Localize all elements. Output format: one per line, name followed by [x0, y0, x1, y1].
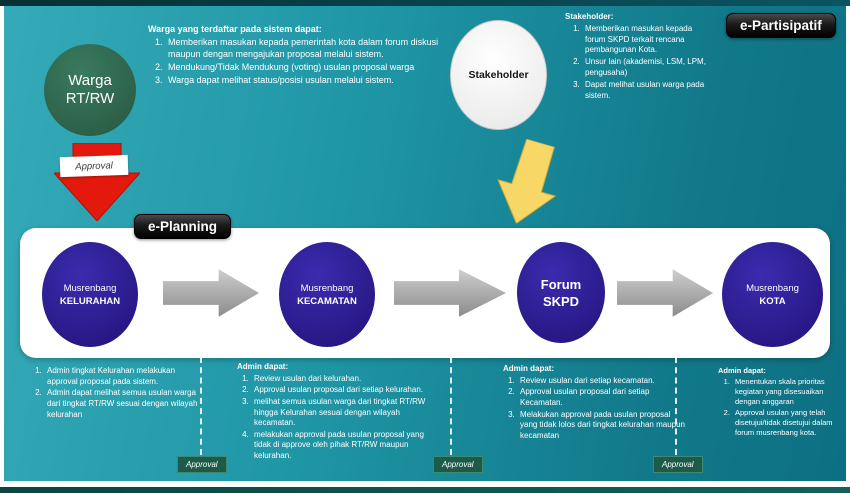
stage-label-line2: KECAMATAN: [297, 295, 357, 307]
list-item: Approval usulan proposal dari setiap Kec…: [517, 387, 685, 408]
list-item: melakukan approval pada usulan proposal …: [251, 430, 429, 462]
stakeholder-circle: Stakeholder: [450, 20, 547, 130]
warga-notes-title: Warga yang terdaftar pada sistem dapat:: [148, 24, 322, 34]
list-item: Dapat melihat usulan warga pada sistem.: [582, 80, 713, 102]
list-item: melihat semua usulan warga dari tingkat …: [251, 397, 429, 429]
warga-circle-line1: Warga: [68, 72, 112, 89]
column-divider-dashed-line: [675, 357, 677, 455]
stage-label-line2: KELURAHAN: [59, 295, 121, 307]
top-border: [0, 0, 850, 6]
stage-label-line1: Musrenbang: [63, 282, 117, 294]
list-item: Menentukan skala prioritas kegiatan yang…: [732, 377, 842, 407]
admin-column-title: Admin dapat:: [503, 364, 555, 373]
warga-rtrw-circle: Warga RT/RW: [44, 44, 136, 136]
list-item: Admin tingkat Kelurahan melakukan approv…: [44, 366, 206, 387]
admin-column-list: Review usulan dari kelurahan.Approval us…: [237, 374, 429, 462]
stage-circle-musrenbang-kelurahan: Musrenbang KELURAHAN: [42, 242, 138, 347]
admin-column-kecamatan: Admin dapat: Review usulan dari keluraha…: [237, 362, 429, 463]
list-item: Mendukung/Tidak Mendukung (voting) usula…: [165, 62, 444, 74]
list-item: Approval usulan proposal dari setiap kel…: [251, 385, 429, 396]
warga-approval-label: Approval: [59, 154, 129, 178]
list-item: Warga dapat melihat status/posisi usulan…: [165, 75, 444, 87]
list-item: Admin dapat melihat semua usulan warga d…: [44, 388, 206, 420]
list-item: Review usulan dari kelurahan.: [251, 374, 429, 385]
stage-label-line2: SKPD: [542, 293, 580, 309]
list-item: Approval usulan yang telah disetujui/tid…: [732, 408, 842, 438]
admin-column-list: Menentukan skala prioritas kegiatan yang…: [718, 377, 842, 438]
list-item: Unsur lain (akademisi, LSM, LPM, pengusa…: [582, 57, 713, 79]
admin-column-kota: Admin dapat: Menentukan skala prioritas …: [718, 366, 842, 439]
e-partisipatif-badge: e-Partisipatif: [726, 13, 836, 38]
stage-circle-forum-skpd: Forum SKPD: [517, 242, 605, 343]
admin-column-list: Review usulan dari setiap kecamatan.Appr…: [503, 376, 685, 442]
list-item: Memberikan masukan kepada pemerintah kot…: [165, 37, 444, 61]
warga-circle-line2: RT/RW: [65, 90, 115, 107]
stakeholder-notes-title: Stakeholder:: [565, 12, 614, 21]
list-item: Memberikan masukan kepada forum SKPD ter…: [582, 24, 713, 56]
approval-marker-badge: Approval: [433, 456, 483, 473]
stage-label-line1: Musrenbang: [300, 282, 354, 294]
stage-label-line1: Forum: [540, 276, 582, 292]
admin-column-kelurahan: Admin tingkat Kelurahan melakukan approv…: [30, 366, 206, 421]
approval-marker-badge: Approval: [177, 456, 227, 473]
admin-column-title: Admin dapat:: [718, 366, 766, 375]
stakeholder-circle-label: Stakeholder: [468, 69, 529, 81]
e-planning-badge: e-Planning: [134, 214, 232, 239]
list-item: Review usulan dari setiap kecamatan.: [517, 376, 685, 387]
stakeholder-notes: Stakeholder: Memberikan masukan kepada f…: [565, 12, 713, 102]
stakeholder-notes-list: Memberikan masukan kepada forum SKPD ter…: [565, 24, 713, 102]
stage-circle-musrenbang-kecamatan: Musrenbang KECAMATAN: [279, 242, 375, 347]
warga-notes-list: Memberikan masukan kepada pemerintah kot…: [148, 37, 444, 87]
yellow-down-arrow-icon: [497, 138, 557, 225]
column-divider-dashed-line: [450, 357, 452, 455]
stage-circle-musrenbang-kota: Musrenbang KOTA: [722, 242, 823, 347]
stage-label-line2: KOTA: [759, 295, 786, 307]
admin-column-title: Admin dapat:: [237, 362, 289, 371]
bottom-border: [0, 487, 850, 493]
warga-notes: Warga yang terdaftar pada sistem dapat: …: [148, 24, 444, 87]
approval-marker-badge: Approval: [653, 456, 703, 473]
admin-column-skpd: Admin dapat: Review usulan dari setiap k…: [503, 364, 685, 442]
stage-label-line1: Musrenbang: [746, 282, 799, 294]
list-item: Melakukan approval pada usulan proposal …: [517, 410, 685, 442]
admin-column-list: Admin tingkat Kelurahan melakukan approv…: [30, 366, 206, 420]
column-divider-dashed-line: [200, 357, 202, 455]
